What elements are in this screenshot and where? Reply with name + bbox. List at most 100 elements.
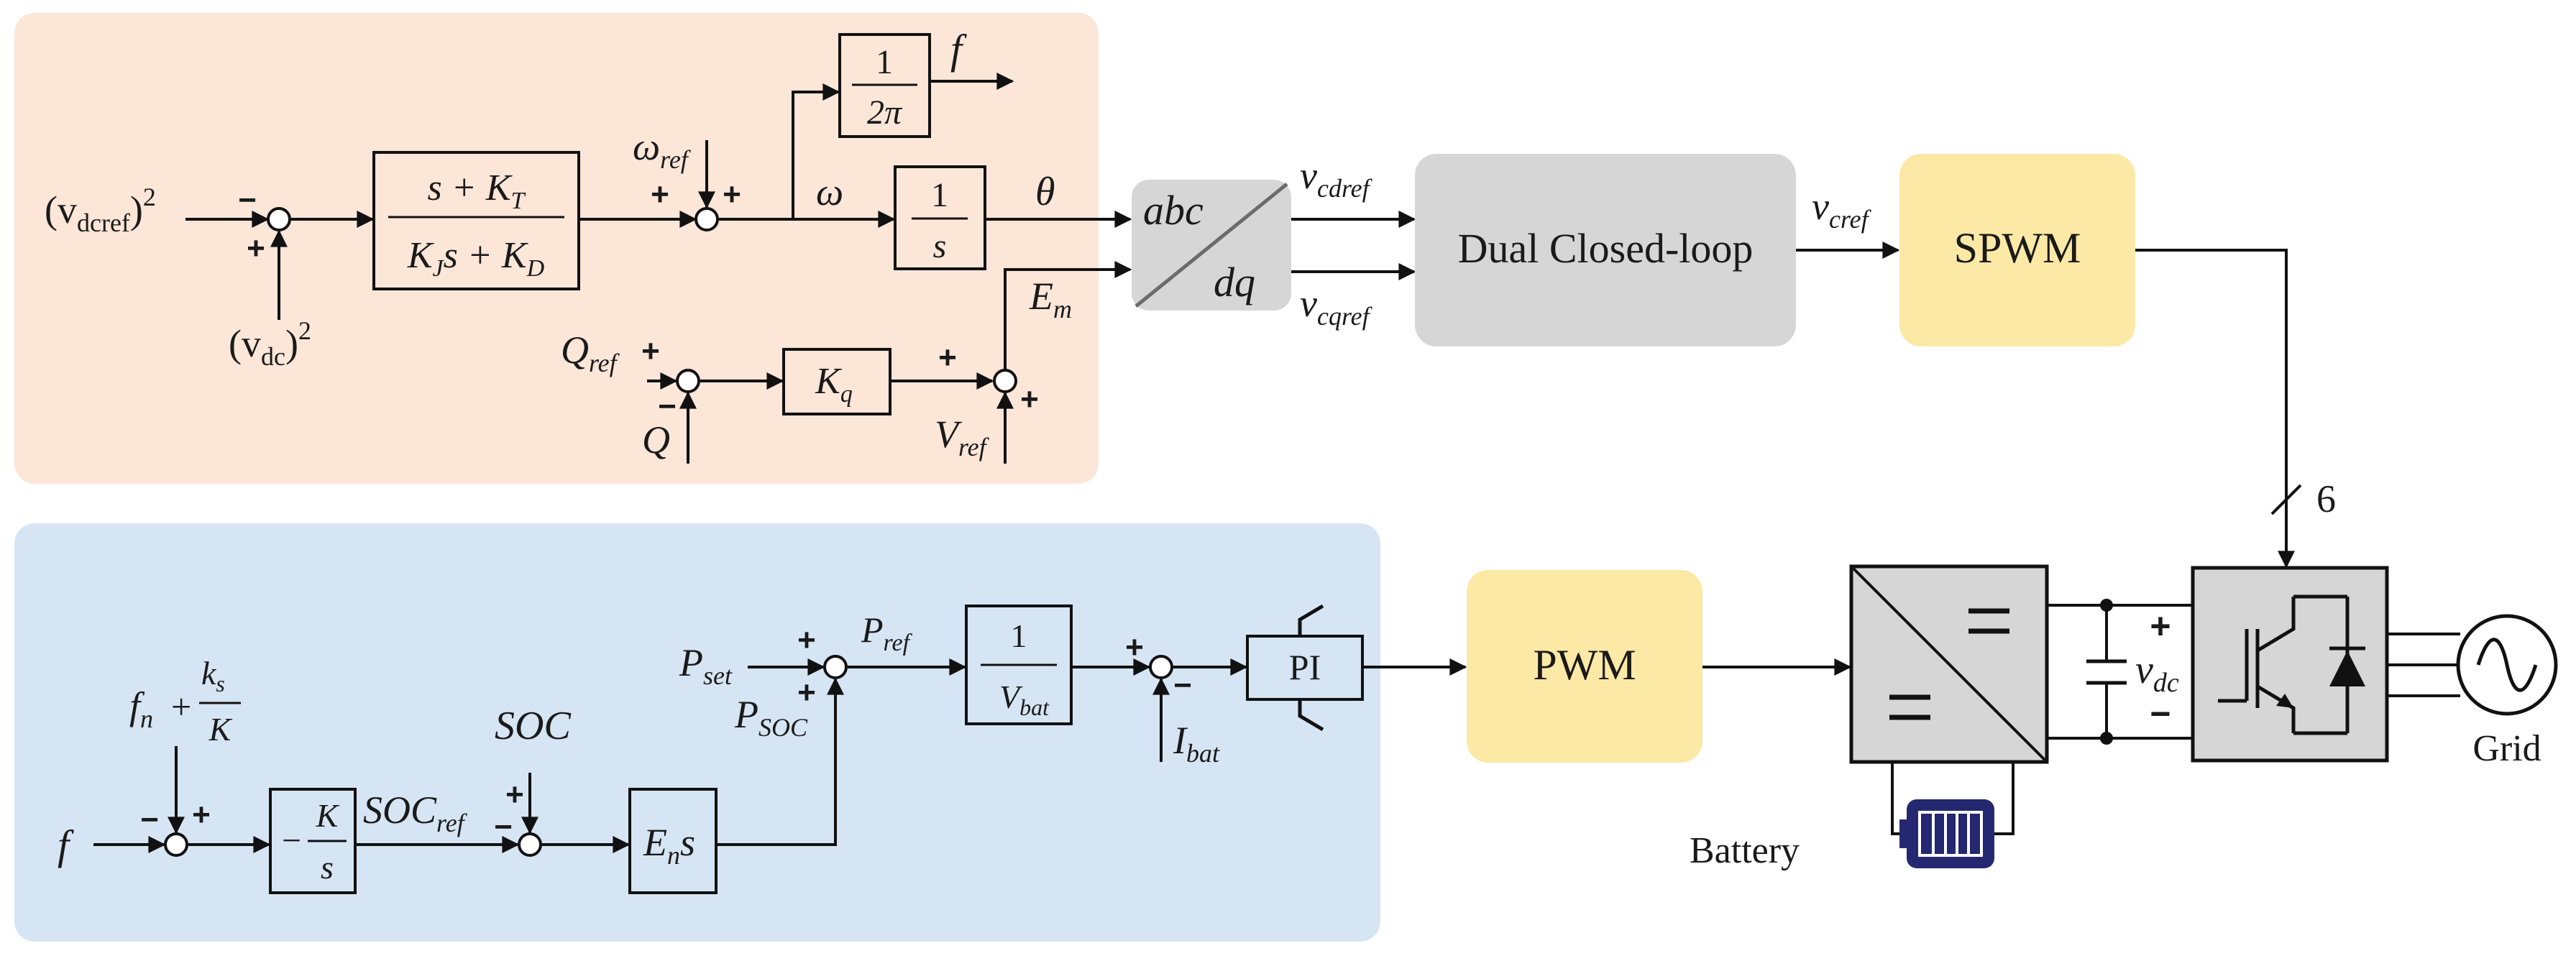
- converter-dc-symbol-top: [1968, 608, 2009, 634]
- spwm-block: [1899, 154, 2135, 346]
- freq-conversion-block: [838, 33, 931, 138]
- label-vdcref-squared: (vdcref)2: [45, 183, 156, 237]
- node-bottom: [2100, 732, 2113, 745]
- label-pref: Pref: [861, 610, 913, 656]
- wire-em: [1004, 261, 1132, 381]
- sign-plus-8: +: [1125, 630, 1144, 665]
- sign-minus-3: −: [658, 389, 677, 424]
- kq-block: [782, 348, 891, 415]
- label-vref: Vref: [935, 413, 990, 461]
- sum-junction-3: [676, 369, 700, 393]
- wire-spwm-inverter: [2135, 249, 2295, 569]
- freq-denominator: 2π: [867, 93, 903, 132]
- soc-integrator-block: [269, 788, 357, 894]
- sum-junction-5: [164, 832, 188, 857]
- freq-numerator: 1: [876, 43, 893, 81]
- label-q: Q: [642, 418, 670, 461]
- igbt-icon: [2218, 594, 2365, 735]
- pwm-block: [1467, 570, 1702, 763]
- energy-block: [628, 788, 718, 894]
- dual-closed-loop-label: Dual Closed-loop: [1458, 225, 1754, 272]
- label-vdc-squared: (vdc)2: [229, 316, 311, 371]
- label-vcref: vcref: [1812, 185, 1872, 234]
- label-qref: Qref: [561, 328, 620, 377]
- pi-block: [1246, 635, 1364, 701]
- converter-dc-symbol-bottom: [1889, 694, 1930, 720]
- igbt-diode: [2329, 651, 2365, 686]
- sign-plus-4a: +: [938, 340, 957, 375]
- transform-diagonal: [1135, 183, 1288, 308]
- transform-abc-label: abc: [1143, 187, 1204, 234]
- integrator-minus: −: [282, 822, 301, 860]
- sign-plus-6: +: [505, 777, 524, 812]
- label-k-den: K: [208, 711, 233, 748]
- sum-junction-8: [1149, 655, 1173, 679]
- battery-icon: [1899, 799, 1994, 868]
- label-pset: Pset: [679, 641, 733, 690]
- sign-plus-7a: +: [797, 622, 816, 658]
- kq-label: Kq: [815, 361, 853, 408]
- wire-battery-right: [1993, 762, 2014, 835]
- int-numerator: 1: [931, 176, 948, 214]
- label-psoc: PSOC: [734, 693, 808, 742]
- label-bus-count: 6: [2316, 477, 2336, 520]
- label-battery: Battery: [1690, 830, 1800, 871]
- tf-denominator: KJs + KD: [407, 235, 545, 282]
- pi-limiter-top: [1298, 604, 1324, 636]
- sign-plus-7b: +: [797, 675, 816, 710]
- sum-junction-2: [695, 207, 719, 231]
- igbt-emitter-arrow: [2276, 694, 2293, 708]
- sum-junction-6: [518, 832, 542, 857]
- label-vcqref: vcqref: [1300, 282, 1373, 331]
- vbat-denominator: Vbat: [999, 679, 1050, 720]
- label-omega: ω: [816, 170, 843, 213]
- dual-closed-loop-block: [1415, 154, 1796, 346]
- wire-omega-branch: [792, 83, 840, 219]
- dc-link-capacitor: [2086, 659, 2127, 685]
- sign-plus-4b: +: [1020, 382, 1039, 417]
- label-ibat: Ibat: [1173, 719, 1220, 768]
- label-vcdref: vcdref: [1300, 154, 1373, 203]
- wire-ens-sum7: [716, 677, 844, 846]
- vdc-plus-sign: +: [2150, 606, 2171, 646]
- converter-diagonal: [1850, 565, 2048, 763]
- sign-plus-2b: +: [723, 177, 741, 212]
- int-k-num: K: [316, 797, 340, 834]
- vdc-minus-sign: −: [2150, 694, 2171, 734]
- tf-numerator: s + KT: [428, 167, 526, 214]
- pi-limiter-bottom: [1298, 699, 1324, 732]
- sign-minus-6: −: [494, 809, 513, 845]
- sign-plus-1: +: [247, 231, 265, 266]
- label-omega-ref: ωref: [633, 125, 692, 174]
- sign-plus-5: +: [192, 797, 211, 832]
- label-vdc: vdc: [2135, 648, 2179, 698]
- sign-plus-2a: +: [651, 177, 669, 212]
- label-em: Em: [1029, 275, 1072, 323]
- transfer-function-block: [372, 151, 580, 290]
- label-grid: Grid: [2472, 728, 2541, 769]
- label-socref: SOCref: [363, 789, 468, 837]
- integrator-block: [894, 165, 986, 270]
- pi-label: PI: [1289, 647, 1321, 687]
- energy-label: Ens: [643, 821, 695, 870]
- node-top: [2100, 599, 2113, 612]
- label-ks: ks: [201, 655, 225, 697]
- transform-dq-label: dq: [1214, 259, 1255, 305]
- label-soc: SOC: [495, 704, 571, 748]
- sine-wave-icon: [2476, 638, 2538, 692]
- spwm-label: SPWM: [1954, 224, 2081, 272]
- inverter-block: [2191, 566, 2389, 763]
- sum-junction-1: [267, 207, 291, 231]
- int-k-den: s: [321, 849, 334, 886]
- label-fn-plus: +: [171, 686, 191, 727]
- sign-minus-5: −: [140, 802, 159, 837]
- sign-minus-8: −: [1173, 668, 1192, 703]
- sign-plus-3: +: [641, 334, 660, 369]
- bus-slash: [2270, 484, 2302, 515]
- pwm-label: PWM: [1533, 641, 1636, 689]
- vbat-numerator: 1: [1011, 617, 1027, 654]
- sum-junction-4: [993, 369, 1017, 393]
- sign-minus-1: −: [238, 183, 257, 218]
- sum-junction-7: [823, 655, 848, 679]
